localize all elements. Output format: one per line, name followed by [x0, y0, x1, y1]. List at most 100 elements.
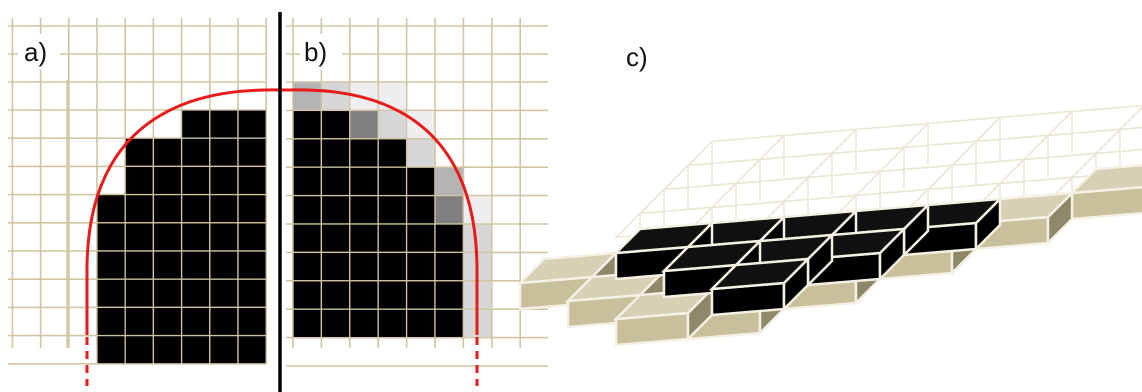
panel-b-label: b) [304, 37, 327, 67]
filled-cell [237, 250, 267, 280]
filled-cells-b [292, 81, 493, 339]
shaded-cell [434, 166, 465, 197]
filled-cell [237, 222, 267, 252]
shaded-cell [292, 223, 323, 254]
filled-cell [180, 137, 211, 168]
filled-cell [180, 165, 211, 196]
shaded-cell [377, 308, 408, 339]
shaded-cell [292, 81, 323, 112]
black-block-top [708, 257, 812, 291]
label-a-background [18, 34, 60, 70]
filled-cell [152, 250, 183, 280]
shaded-cell [434, 308, 465, 339]
filled-cell [124, 165, 155, 196]
filled-cell [152, 193, 183, 224]
shaded-cell [405, 194, 436, 225]
shaded-cell [377, 194, 408, 225]
shaded-cell [292, 280, 323, 310]
filled-cell [152, 222, 183, 252]
filled-cell [152, 334, 183, 365]
wireframe-box [1093, 126, 1142, 155]
beige-block-top [1068, 163, 1142, 195]
filled-cell [124, 137, 155, 168]
shaded-cell [320, 251, 351, 282]
filled-cell [209, 109, 239, 139]
shaded-cell [292, 138, 323, 168]
shaded-cell [292, 308, 323, 339]
filled-cell [152, 165, 183, 196]
filled-cell [180, 250, 211, 280]
shaded-cell [349, 138, 379, 168]
filled-cell [180, 222, 211, 252]
panel-c-label: c) [626, 42, 648, 72]
filled-cell [237, 306, 267, 337]
shaded-cell [320, 81, 351, 112]
shaded-cell [377, 81, 408, 112]
filled-cell [209, 250, 239, 280]
filled-cell [209, 165, 239, 196]
shaded-cell [405, 138, 436, 168]
shaded-cell [320, 280, 351, 310]
filled-cell [124, 278, 155, 309]
shaded-cell [320, 166, 351, 197]
shaded-cell [377, 251, 408, 282]
shaded-cell [349, 280, 379, 310]
shaded-cell [377, 280, 408, 310]
shaded-cell [292, 251, 323, 282]
filled-cell [96, 334, 126, 365]
shaded-cell [320, 223, 351, 254]
shaded-cell [349, 166, 379, 197]
shaded-cell [349, 109, 379, 140]
filled-cell [180, 109, 211, 139]
boundary-curve [85, 88, 479, 386]
shaded-cell [349, 223, 379, 254]
shaded-cell [434, 280, 465, 310]
filled-cell [124, 193, 155, 224]
shaded-cell [320, 138, 351, 168]
filled-cell [124, 306, 155, 337]
filled-cell [209, 306, 239, 337]
filled-cell [180, 306, 211, 337]
filled-cell [96, 222, 126, 252]
shaded-cell [434, 194, 465, 225]
filled-cell [237, 165, 267, 196]
shaded-cell [405, 280, 436, 310]
filled-cell [152, 137, 183, 168]
filled-cell [237, 334, 267, 365]
shaded-cell [377, 109, 408, 140]
filled-cell [237, 109, 267, 139]
filled-cell [209, 334, 239, 365]
filled-cell [96, 193, 126, 224]
filled-cell [237, 193, 267, 224]
filled-cell [209, 137, 239, 168]
shaded-cell [292, 194, 323, 225]
shaded-cell [405, 223, 436, 254]
label-b-background [300, 34, 342, 70]
filled-cell [237, 278, 267, 309]
shaded-cell [377, 166, 408, 197]
shaded-cell [349, 194, 379, 225]
filled-cell [96, 306, 126, 337]
filled-cell [180, 193, 211, 224]
shaded-cell [405, 308, 436, 339]
filled-cell [124, 222, 155, 252]
shaded-cell [292, 166, 323, 197]
shaded-cell [349, 251, 379, 282]
shaded-cell [292, 109, 323, 140]
filled-cell [209, 222, 239, 252]
filled-cell [124, 334, 155, 365]
shaded-cell [405, 166, 436, 197]
shaded-cell [320, 194, 351, 225]
panel-a-quantized-grid [8, 18, 268, 365]
filled-cell [152, 278, 183, 309]
shaded-cell [405, 251, 436, 282]
shaded-cell [434, 223, 465, 254]
panel-b-antialiased-grid [286, 18, 548, 367]
wireframe-box [1117, 106, 1142, 131]
shaded-cell [377, 223, 408, 254]
shaded-cell [377, 138, 408, 168]
filled-cell [96, 278, 126, 309]
filled-cell [180, 334, 211, 365]
filled-cell [237, 137, 267, 168]
